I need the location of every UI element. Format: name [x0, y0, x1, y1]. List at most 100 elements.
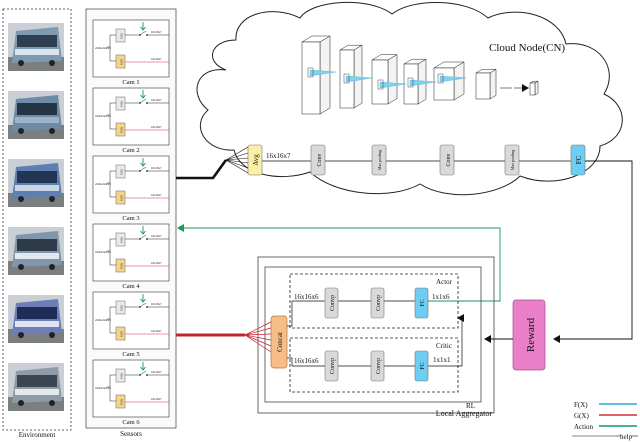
- camera-resolution: 224x224x3: [95, 114, 111, 118]
- critic-convp-block-1: [324, 350, 339, 382]
- reward-label: Reward: [525, 317, 537, 352]
- camera-name: Cam 6: [122, 419, 140, 426]
- cloud-input-dim: 16x16x7: [266, 152, 291, 160]
- conv-block-2: [439, 144, 455, 176]
- f-output-dim: 16x16x7: [151, 98, 162, 102]
- cloud-fc-block: [570, 144, 586, 176]
- g-output-dim: 16x16x7: [151, 329, 162, 333]
- cnn-layer-box: [529, 80, 539, 96]
- g-output-dim: 16x16x7: [151, 57, 162, 61]
- camera-name: Cam 2: [122, 147, 139, 154]
- f-block: [115, 300, 126, 315]
- cloud-node: Cloud Node(CN) 16x16x7 Avg Conv Max pool…: [196, 1, 623, 196]
- legend-item: G(X): [574, 412, 637, 420]
- local-aggregator: Local Aggregator RL Actor 16x16x6 Convp …: [257, 256, 495, 418]
- f-output-dim: 16x16x7: [151, 302, 162, 306]
- camera-resolution: 224x224x3: [95, 182, 111, 186]
- max-pooling-label-2: Max pooling: [510, 150, 515, 171]
- actor-convp-label-2: Convp: [376, 295, 382, 311]
- f-block: [115, 368, 126, 383]
- bus-image: [8, 159, 64, 207]
- conv-label-1: Conv: [317, 153, 323, 166]
- environment-panel: Environment: [2, 8, 72, 439]
- critic-convp-label-1: Convp: [330, 358, 336, 374]
- critic-fc-label: FC: [420, 362, 426, 369]
- camera-name: Cam 1: [122, 79, 139, 86]
- critic-output-dim: 1x1x1: [433, 356, 451, 364]
- cloud-title: Cloud Node(CN): [489, 42, 565, 54]
- actor-input-dim: 16x16x6: [294, 293, 319, 301]
- reward-block: [512, 299, 546, 371]
- max-pooling-block-1: [371, 144, 387, 176]
- f-block: [115, 232, 126, 247]
- g-block-label: G(X): [120, 399, 124, 405]
- camera-name: Cam 3: [122, 215, 139, 222]
- cnn-layer-box: [371, 54, 398, 105]
- action-feedback-arrow: [177, 224, 501, 302]
- cnn-kernel: [343, 73, 373, 84]
- concat-label: Concat: [276, 332, 284, 352]
- cnn-kernel: [437, 73, 467, 84]
- avg-block: [247, 144, 263, 176]
- environment-label: Environment: [19, 431, 56, 439]
- g-output-dim: 16x16x7: [151, 397, 162, 401]
- critic-to-actor-arrow: [456, 314, 464, 367]
- g-output-dim: 16x16x7: [151, 125, 162, 129]
- local-aggregator-label: Local Aggregator: [436, 409, 493, 418]
- g-block: [115, 258, 126, 273]
- bus-image: [8, 363, 64, 411]
- g-block: [115, 394, 126, 409]
- rl-label: RL: [466, 402, 475, 410]
- g-block: [115, 190, 126, 205]
- g-block: [115, 122, 126, 137]
- g-block: [115, 326, 126, 341]
- critic-network: Critic 16x16x6 Convp Convp FC 1x1x1: [289, 337, 459, 393]
- cnn-layer-box: [433, 61, 465, 101]
- max-pooling-block-2: [504, 144, 520, 176]
- bus-image: [8, 227, 64, 275]
- legend-footer: help: [620, 433, 633, 441]
- cnn-kernel: [307, 67, 337, 78]
- g-block-label: G(X): [120, 195, 124, 201]
- avg-label: Avg: [252, 154, 260, 166]
- f-output-dim: 16x16x7: [151, 30, 162, 34]
- cnn-layer-box: [301, 35, 331, 115]
- camera-to-concat-links: [176, 321, 272, 353]
- critic-convp-block-2: [370, 350, 385, 382]
- cloud-to-reward-arrow: [553, 160, 633, 343]
- bus-image: [8, 23, 64, 71]
- f-output-dim: 16x16x7: [151, 234, 162, 238]
- f-output-dim: 16x16x7: [151, 370, 162, 374]
- cnn-layer-box: [475, 68, 497, 100]
- f-block-label: F(X): [120, 373, 124, 379]
- camera-name: Cam 4: [122, 283, 140, 290]
- bus-image-group: [8, 23, 64, 411]
- g-block: [115, 54, 126, 69]
- legend-item: Action: [574, 423, 637, 431]
- concat-block: [270, 315, 288, 369]
- f-block-label: F(X): [120, 237, 124, 243]
- reward-node: Reward: [484, 299, 546, 371]
- conv-block-1: [310, 144, 326, 176]
- critic-input-dim: 16x16x6: [294, 357, 319, 365]
- g-output-dim: 16x16x7: [151, 193, 162, 197]
- actor-fc-label: FC: [420, 299, 426, 306]
- camera-resolution: 224x224x3: [95, 318, 111, 322]
- sensors-label: Sensors: [120, 430, 142, 438]
- g-block-label: G(X): [120, 331, 124, 337]
- actor-network: Actor 16x16x6 Convp Convp FC 1x1x6: [289, 273, 459, 329]
- g-output-dim: 16x16x7: [151, 261, 162, 265]
- g-block-label: G(X): [120, 127, 124, 133]
- conv-label-2: Conv: [446, 153, 452, 166]
- f-output-dim: 16x16x7: [151, 166, 162, 170]
- critic-label: Critic: [436, 342, 452, 350]
- camera-name: Cam 5: [122, 351, 139, 358]
- legend-item-label: F(X): [574, 401, 588, 409]
